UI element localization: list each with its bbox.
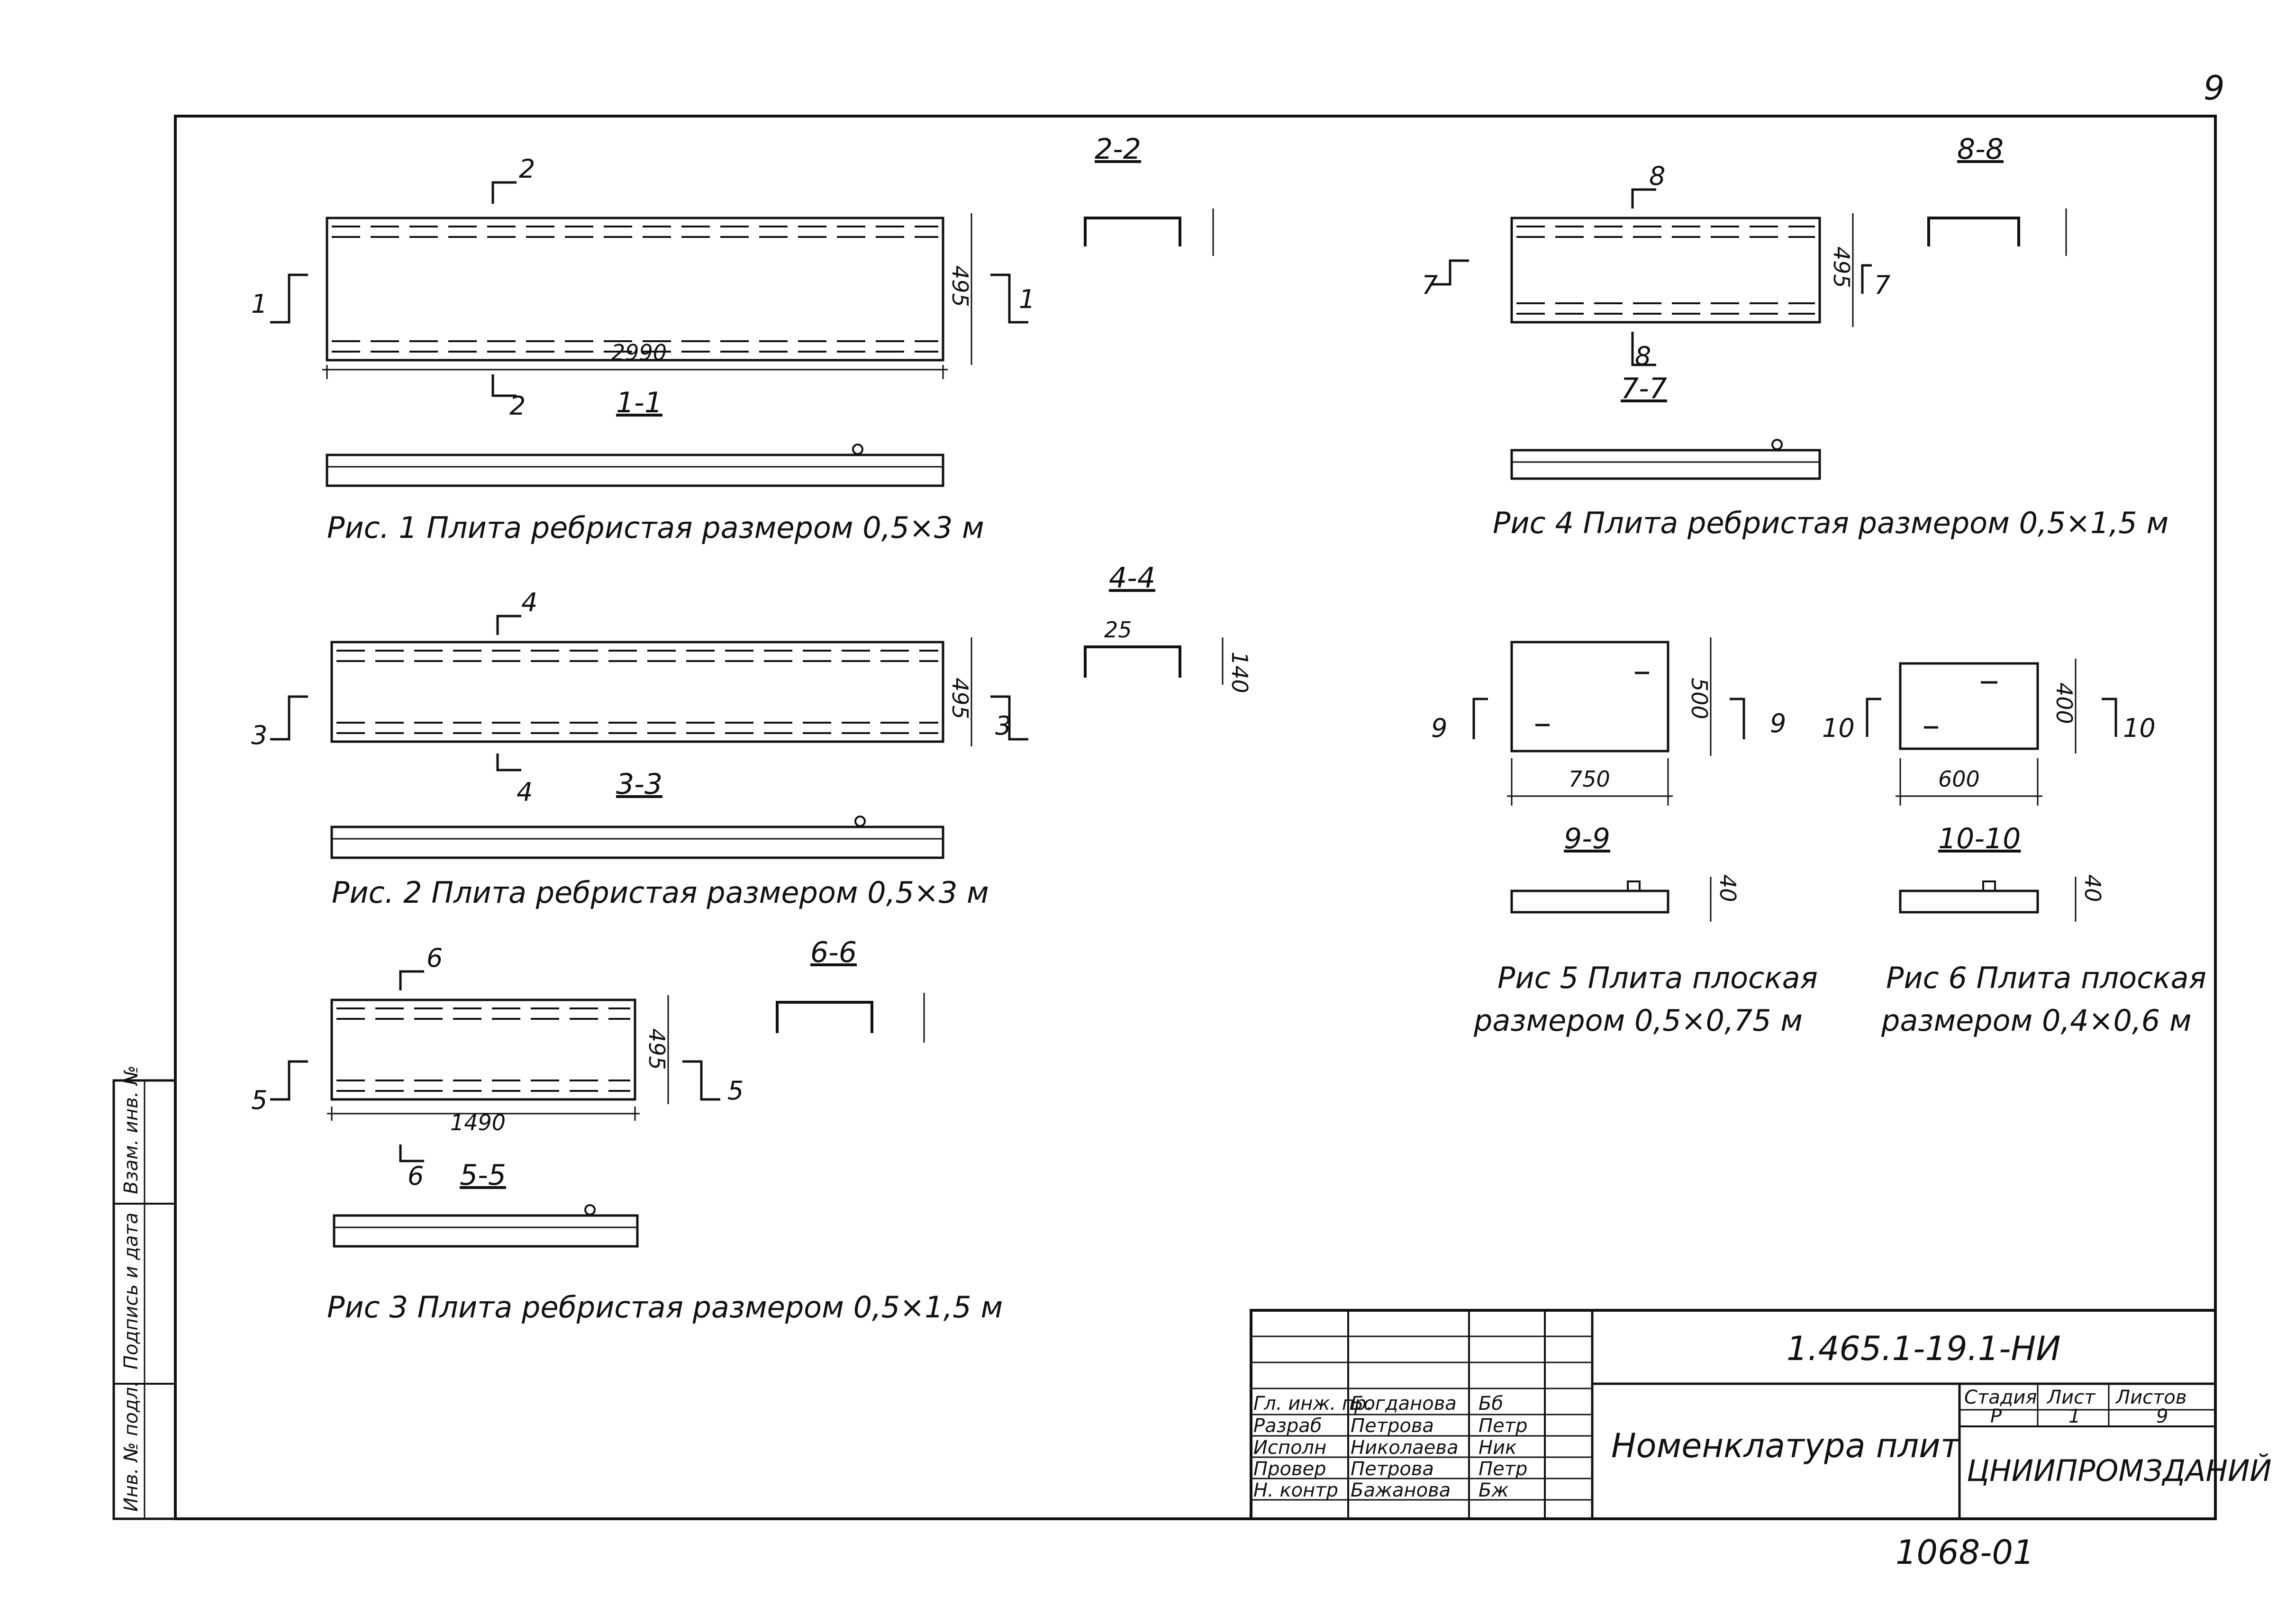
section-label: 9-9 bbox=[1564, 822, 1610, 855]
section-label-a: 8-8 bbox=[1957, 133, 2004, 166]
section-label-b: 7-7 bbox=[1621, 372, 1667, 405]
margin-stamp: Взам. инв. № Подпись и дата Инв. № подл. bbox=[112, 1065, 177, 1520]
figure-caption-line2: размером 0,4×0,6 м bbox=[1881, 1003, 2192, 1038]
cut-plan-bottom: 4 bbox=[517, 777, 533, 807]
plan-outline bbox=[326, 217, 944, 362]
value-sheet: 1 bbox=[2068, 1406, 2080, 1427]
section-dim-a: 25 bbox=[1104, 617, 1132, 643]
cut-side-right: 7 bbox=[1874, 270, 1890, 300]
signature-name: Николаева bbox=[1351, 1437, 1458, 1459]
figure-6: 600 400 10 10 10-10 40 Рис 6 Плита плоск… bbox=[1822, 659, 2206, 1038]
length-dimension: 1490 bbox=[450, 1110, 506, 1135]
thickness-dimension: 40 bbox=[1715, 874, 1741, 902]
cut-right: 9 bbox=[1770, 708, 1786, 738]
title-block: 1.465.1-19.1-НИ Номенклатура плит ЦНИИПР… bbox=[1250, 1309, 2272, 1520]
height-dimension: 495 bbox=[947, 678, 973, 719]
signature-name: Петрова bbox=[1351, 1458, 1434, 1480]
drawing-title: Номенклатура плит bbox=[1611, 1426, 1961, 1465]
cut-plan-top: 4 bbox=[521, 588, 537, 617]
thickness-dimension: 40 bbox=[2080, 874, 2105, 902]
cut-plan-bottom: 6 bbox=[408, 1161, 424, 1191]
header-sheets: Листов bbox=[2115, 1387, 2186, 1408]
figure-caption-line1: Рис 5 Плита плоская bbox=[1497, 961, 1818, 995]
width-dimension: 750 bbox=[1569, 766, 1610, 792]
value-sheets: 9 bbox=[2156, 1406, 2168, 1427]
signature-role: Исполн bbox=[1253, 1437, 1326, 1459]
cut-plan-top: 8 bbox=[1649, 161, 1665, 191]
cut-side-left: 3 bbox=[251, 720, 267, 750]
height-dimension: 495 bbox=[947, 265, 973, 307]
signature-role: Разраб bbox=[1253, 1415, 1322, 1437]
cut-right: 10 bbox=[2123, 713, 2156, 743]
figure-caption: Рис 3 Плита ребристая размером 0,5×1,5 м bbox=[327, 1290, 1003, 1325]
figure-caption: Рис. 1 Плита ребристая размером 0,5×3 м bbox=[327, 510, 984, 545]
signature-mark: Бж bbox=[1479, 1479, 1508, 1501]
signature-mark: Ник bbox=[1479, 1437, 1516, 1459]
margin-label-signature: Подпись и дата bbox=[120, 1213, 142, 1370]
cut-left: 10 bbox=[1822, 713, 1855, 743]
section-label-a: 4-4 bbox=[1109, 562, 1155, 595]
section-dim-b: 140 bbox=[1227, 652, 1252, 693]
header-stage: Стадия bbox=[1964, 1387, 2037, 1408]
signature-name: Богданова bbox=[1351, 1393, 1457, 1415]
organization: ЦНИИПРОМЗДАНИЙ bbox=[1967, 1453, 2272, 1488]
figure-2: 495 4 4 3 3 4-4 25 140 3-3 Рис. 2 Плита … bbox=[251, 562, 1252, 910]
signature-mark: Петр bbox=[1479, 1458, 1527, 1480]
figure-caption-line1: Рис 6 Плита плоская bbox=[1886, 961, 2206, 995]
section-label: 10-10 bbox=[1938, 822, 2021, 855]
section-label-b: 5-5 bbox=[460, 1159, 506, 1192]
cut-plan-top: 6 bbox=[426, 943, 443, 973]
figure-caption-line2: размером 0,5×0,75 м bbox=[1473, 1003, 1803, 1038]
height-dimension: 495 bbox=[644, 1028, 670, 1070]
figure-3: 1490 495 6 6 5 5 6-6 5-5 Рис 3 Плита реб… bbox=[251, 936, 1003, 1325]
cut-side-left: 5 bbox=[251, 1085, 267, 1115]
figure-caption: Рис. 2 Плита ребристая размером 0,5×3 м bbox=[332, 875, 989, 910]
cut-side-right: 1 bbox=[1019, 284, 1035, 314]
signature-role: Гл. инж. пр. bbox=[1253, 1393, 1372, 1415]
length-dimension: 2990 bbox=[611, 340, 667, 365]
corner-sheet-number: 9 bbox=[2204, 69, 2225, 108]
section-label-b: 3-3 bbox=[616, 768, 662, 801]
height-dimension: 495 bbox=[1829, 246, 1854, 288]
height-dimension: 500 bbox=[1687, 678, 1712, 719]
margin-label-inventory: Инв. № подл. bbox=[120, 1381, 142, 1512]
section-label-a: 6-6 bbox=[810, 936, 857, 969]
section-label-a: 2-2 bbox=[1095, 133, 1141, 166]
cut-plan-bottom: 2 bbox=[509, 391, 526, 421]
signature-mark: Петр bbox=[1479, 1415, 1527, 1437]
cut-side-left: 7 bbox=[1422, 270, 1438, 300]
cut-left: 9 bbox=[1431, 713, 1447, 743]
cut-plan-top: 2 bbox=[519, 154, 535, 184]
value-stage: Р bbox=[1990, 1406, 2002, 1427]
header-sheet: Лист bbox=[2046, 1387, 2096, 1408]
bottom-code: 1068-01 bbox=[1896, 1533, 2034, 1572]
figure-caption: Рис 4 Плита ребристая размером 0,5×1,5 м bbox=[1493, 506, 2168, 540]
margin-label-replace: Взам. инв. № bbox=[120, 1065, 142, 1194]
signature-role: Провер bbox=[1253, 1458, 1326, 1480]
figure-5: 750 500 9 9 9-9 40 Рис 5 Плита плоская р… bbox=[1431, 637, 1818, 1038]
height-dimension: 400 bbox=[2051, 682, 2077, 724]
drawing-frame bbox=[174, 115, 2217, 1520]
signature-name: Петрова bbox=[1351, 1415, 1434, 1437]
cut-side-left: 1 bbox=[251, 289, 267, 319]
cut-side-right: 5 bbox=[727, 1076, 744, 1106]
cut-side-right: 3 bbox=[995, 711, 1011, 741]
signature-mark: Бб bbox=[1479, 1393, 1503, 1415]
signature-name: Бажанова bbox=[1351, 1479, 1451, 1501]
signature-role: Н. контр bbox=[1253, 1479, 1338, 1501]
cut-plan-bottom: 8 bbox=[1635, 341, 1651, 371]
section-label-b: 1-1 bbox=[616, 386, 662, 419]
document-code: 1.465.1-19.1-НИ bbox=[1787, 1329, 2061, 1368]
figure-4: 495 8 8 7 7 8-8 7-7 Рис 4 Плита ребриста… bbox=[1422, 133, 2168, 540]
figure-1: 2990 495 2 2 1 1 2-2 1-1 Рис. 1 Плита ре… bbox=[251, 133, 1214, 545]
width-dimension: 600 bbox=[1938, 766, 1980, 792]
